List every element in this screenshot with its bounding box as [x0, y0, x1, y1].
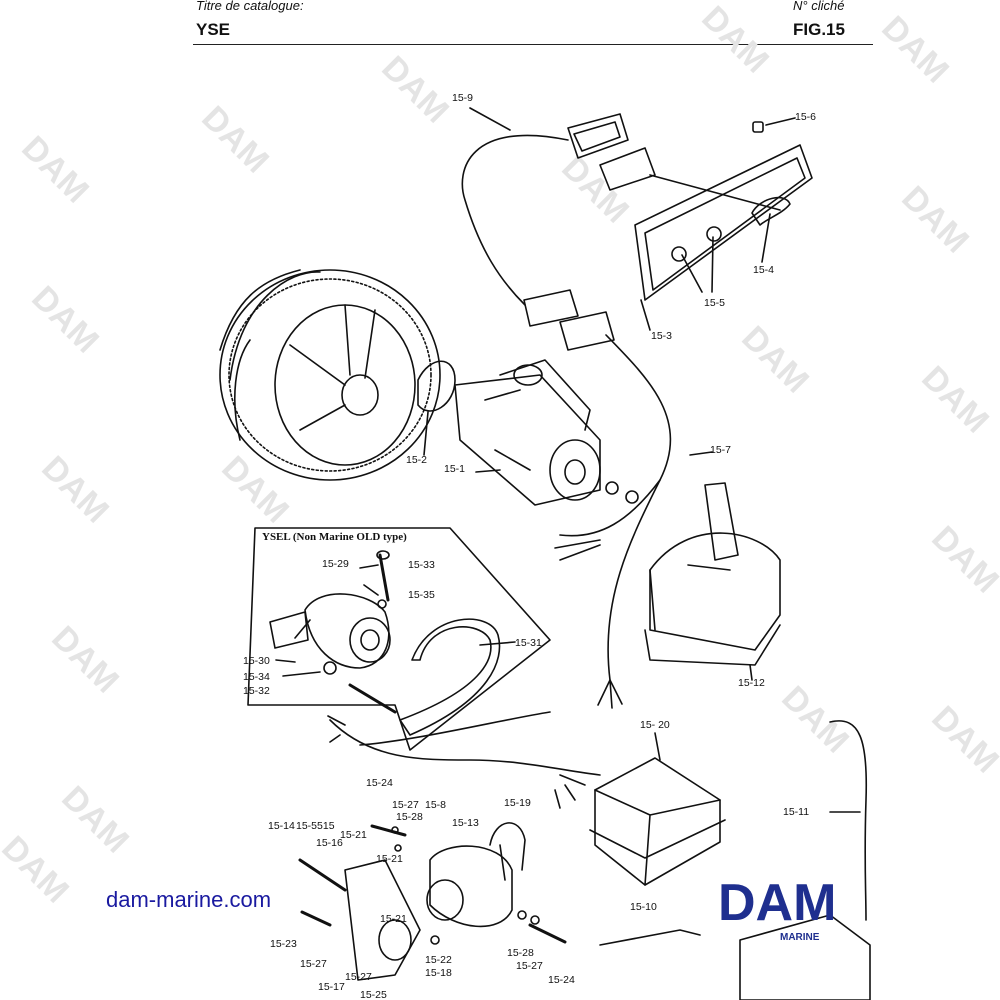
watermark: DAM — [374, 49, 456, 131]
callout-15-35: 15-35 — [408, 589, 435, 601]
callout-15-31: 15-31 — [515, 637, 542, 649]
callout-15-27: 15-27 — [300, 958, 327, 970]
starter-motor — [454, 359, 639, 506]
callout-15-14: 15-14 — [268, 820, 295, 832]
callout-15-27: 15-27 — [516, 960, 543, 972]
callout-15-3: 15-3 — [651, 330, 672, 342]
callout-15-1: 15-1 — [444, 463, 465, 475]
watermark: DAM — [0, 829, 76, 911]
callout-15-12: 15-12 — [738, 677, 765, 689]
callout-15-7: 15-7 — [710, 444, 731, 456]
watermark: DAM — [924, 699, 1000, 781]
callout-15-2: 15-2 — [406, 454, 427, 466]
cliche-value: FIG.15 — [793, 20, 845, 39]
callout-15-22: 15-22 — [425, 954, 452, 966]
callout-15-30: 15-30 — [243, 655, 270, 667]
callout-labels: 15-9 15-6 15-4 15-5 15-3 15-7 15-2 15-1 … — [243, 92, 816, 1000]
callout-15-13: 15-13 — [452, 817, 479, 829]
callout-15-21: 15-21 — [380, 913, 407, 925]
callout-15-34: 15-34 — [243, 671, 270, 683]
callout-15-25: 15-25 — [360, 989, 387, 1000]
logo-text: DAM — [718, 876, 836, 932]
harness-15-7 — [605, 334, 672, 681]
alternator-assembly — [298, 822, 567, 981]
harness-15-9 — [461, 134, 569, 306]
callout-15-23: 15-23 — [270, 938, 297, 950]
callout-15-33: 15-33 — [408, 559, 435, 571]
callout-15-18: 15-18 — [425, 967, 452, 979]
callout-15-11: 15-11 — [783, 806, 809, 818]
callout-15-24: 15-24 — [548, 974, 575, 986]
watermark: DAM — [924, 519, 1000, 601]
battery — [739, 914, 871, 1000]
callout-15-32: 15-32 — [243, 685, 270, 697]
watermark: DAM — [694, 0, 776, 80]
watermark: DAM — [24, 279, 106, 361]
callout-15-28: 15-28 — [507, 947, 534, 959]
control-lever-box — [644, 482, 781, 666]
callout-15-6: 15-6 — [795, 111, 816, 123]
watermark: DAM — [734, 319, 816, 401]
watermark: DAM — [54, 779, 136, 861]
watermark: DAM — [894, 179, 976, 261]
watermark: DAM — [44, 619, 126, 701]
header-rule — [193, 44, 873, 45]
harness-15-8 — [329, 719, 601, 776]
ground-cable — [599, 929, 701, 946]
watermark: DAM — [194, 99, 276, 181]
callout-15-5: 15-5 — [704, 297, 725, 309]
watermark: DAM — [914, 359, 996, 441]
site-url: dam-marine.com — [106, 887, 272, 912]
watermark: DAM — [874, 9, 956, 91]
callout-15-8: 15-8 — [425, 799, 446, 811]
callout-15-16: 15-16 — [316, 837, 343, 849]
watermark-layer: DAM DAM DAM DAM DAM DAM DAM DAM DAM DAM … — [0, 0, 1000, 910]
inset-title: YSEL (Non Marine OLD type) — [262, 531, 407, 543]
watermark: DAM — [554, 149, 636, 231]
callout-15-4: 15-4 — [753, 264, 774, 276]
callout-15-27: 15-27 — [392, 799, 419, 811]
dam-marine-logo: DAM MARINE — [718, 876, 836, 943]
callout-15-20: 15- 20 — [640, 719, 670, 731]
flywheel — [219, 269, 441, 481]
callout-15-21: 15-21 — [340, 829, 367, 841]
callout-15-19: 15-19 — [504, 797, 531, 809]
callout-15-9: 15-9 — [452, 92, 473, 104]
catalogue-value: YSE — [196, 20, 231, 39]
watermark: DAM — [14, 129, 96, 211]
callout-15-17: 15-17 — [318, 981, 345, 993]
logo-subtext: MARINE — [780, 932, 820, 943]
watermark: DAM — [34, 449, 116, 531]
callout-15-5515: 15-5515 — [296, 820, 335, 832]
callout-15-10: 15-10 — [630, 901, 657, 913]
watermark: DAM — [774, 679, 856, 761]
battery-cable — [829, 720, 868, 921]
gasket — [417, 360, 456, 412]
voltage-regulator — [589, 757, 726, 886]
harness-connectors-top — [523, 113, 656, 351]
instrument-panel — [634, 121, 813, 301]
cliche-label: N° cliché — [793, 0, 845, 13]
callout-15-24: 15-24 — [366, 777, 393, 789]
catalogue-label: Titre de catalogue: — [196, 0, 304, 13]
callout-15-27: 15-27 — [345, 971, 372, 983]
callout-15-28: 15-28 — [396, 811, 423, 823]
callout-15-29: 15-29 — [322, 558, 349, 570]
inset-frame — [247, 527, 551, 751]
callout-15-21: 15-21 — [376, 853, 403, 865]
